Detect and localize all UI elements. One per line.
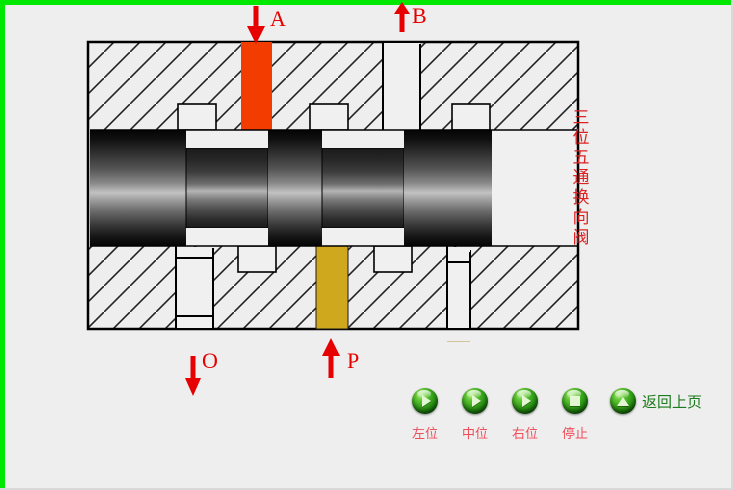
middle-position-button[interactable]: 中位 (450, 388, 500, 442)
stop-button[interactable]: 停止 (550, 388, 600, 442)
port-b-arrow-icon (394, 2, 410, 32)
valve-title-char-6: 向 (572, 208, 590, 228)
play-icon[interactable] (462, 388, 488, 414)
right-position-button[interactable]: 右位 (500, 388, 550, 442)
back-to-previous-page-button[interactable]: 返回上页 (610, 388, 702, 414)
right-drain-channel (448, 247, 470, 328)
port-p-flow-channel (315, 245, 349, 330)
port-label-b: B (412, 3, 427, 28)
decorative-underline (447, 341, 470, 342)
port-a-flow-channel (241, 42, 272, 130)
play-icon[interactable] (412, 388, 438, 414)
port-label-p: P (347, 348, 360, 373)
frame-border-right (731, 0, 733, 490)
valve-title-char-5: 换 (572, 188, 590, 208)
valve-title-char-7: 阀 (572, 228, 590, 248)
valve-title-char-3: 五 (572, 148, 590, 168)
middle-position-label: 中位 (461, 426, 488, 441)
right-position-label: 右位 (511, 426, 538, 441)
left-position-label: 左位 (411, 426, 438, 441)
valve-title-char-4: 通 (572, 168, 590, 188)
frame-border-left (0, 0, 5, 490)
port-p-arrow-icon (322, 338, 340, 378)
port-label-o: O (202, 348, 218, 373)
left-position-button[interactable]: 左位 (400, 388, 450, 442)
back-to-previous-page-label: 返回上页 (642, 394, 703, 411)
valve-title-char-2: 位 (572, 128, 590, 148)
port-o-internal-channel (177, 247, 213, 328)
port-b-internal-channel (383, 43, 420, 130)
triangle-up-icon[interactable] (610, 388, 636, 414)
stop-icon[interactable] (562, 388, 588, 414)
port-a-arrow-icon (247, 6, 265, 44)
lower-port-cavities (237, 245, 413, 273)
frame-border-bottom (0, 488, 733, 490)
stop-label: 停止 (561, 426, 588, 441)
port-label-a: A (270, 6, 286, 31)
play-icon[interactable] (512, 388, 538, 414)
valve-title-char-1: 三 (572, 108, 590, 127)
port-o-arrow-icon (185, 356, 201, 396)
control-bar: 左位 中位 右位 停止 返回上页 (400, 388, 702, 442)
valve-title-vertical: 三 位 五 通 换 向 阀 (570, 108, 592, 248)
valve-spool (90, 129, 578, 247)
frame-border-top (0, 0, 733, 5)
